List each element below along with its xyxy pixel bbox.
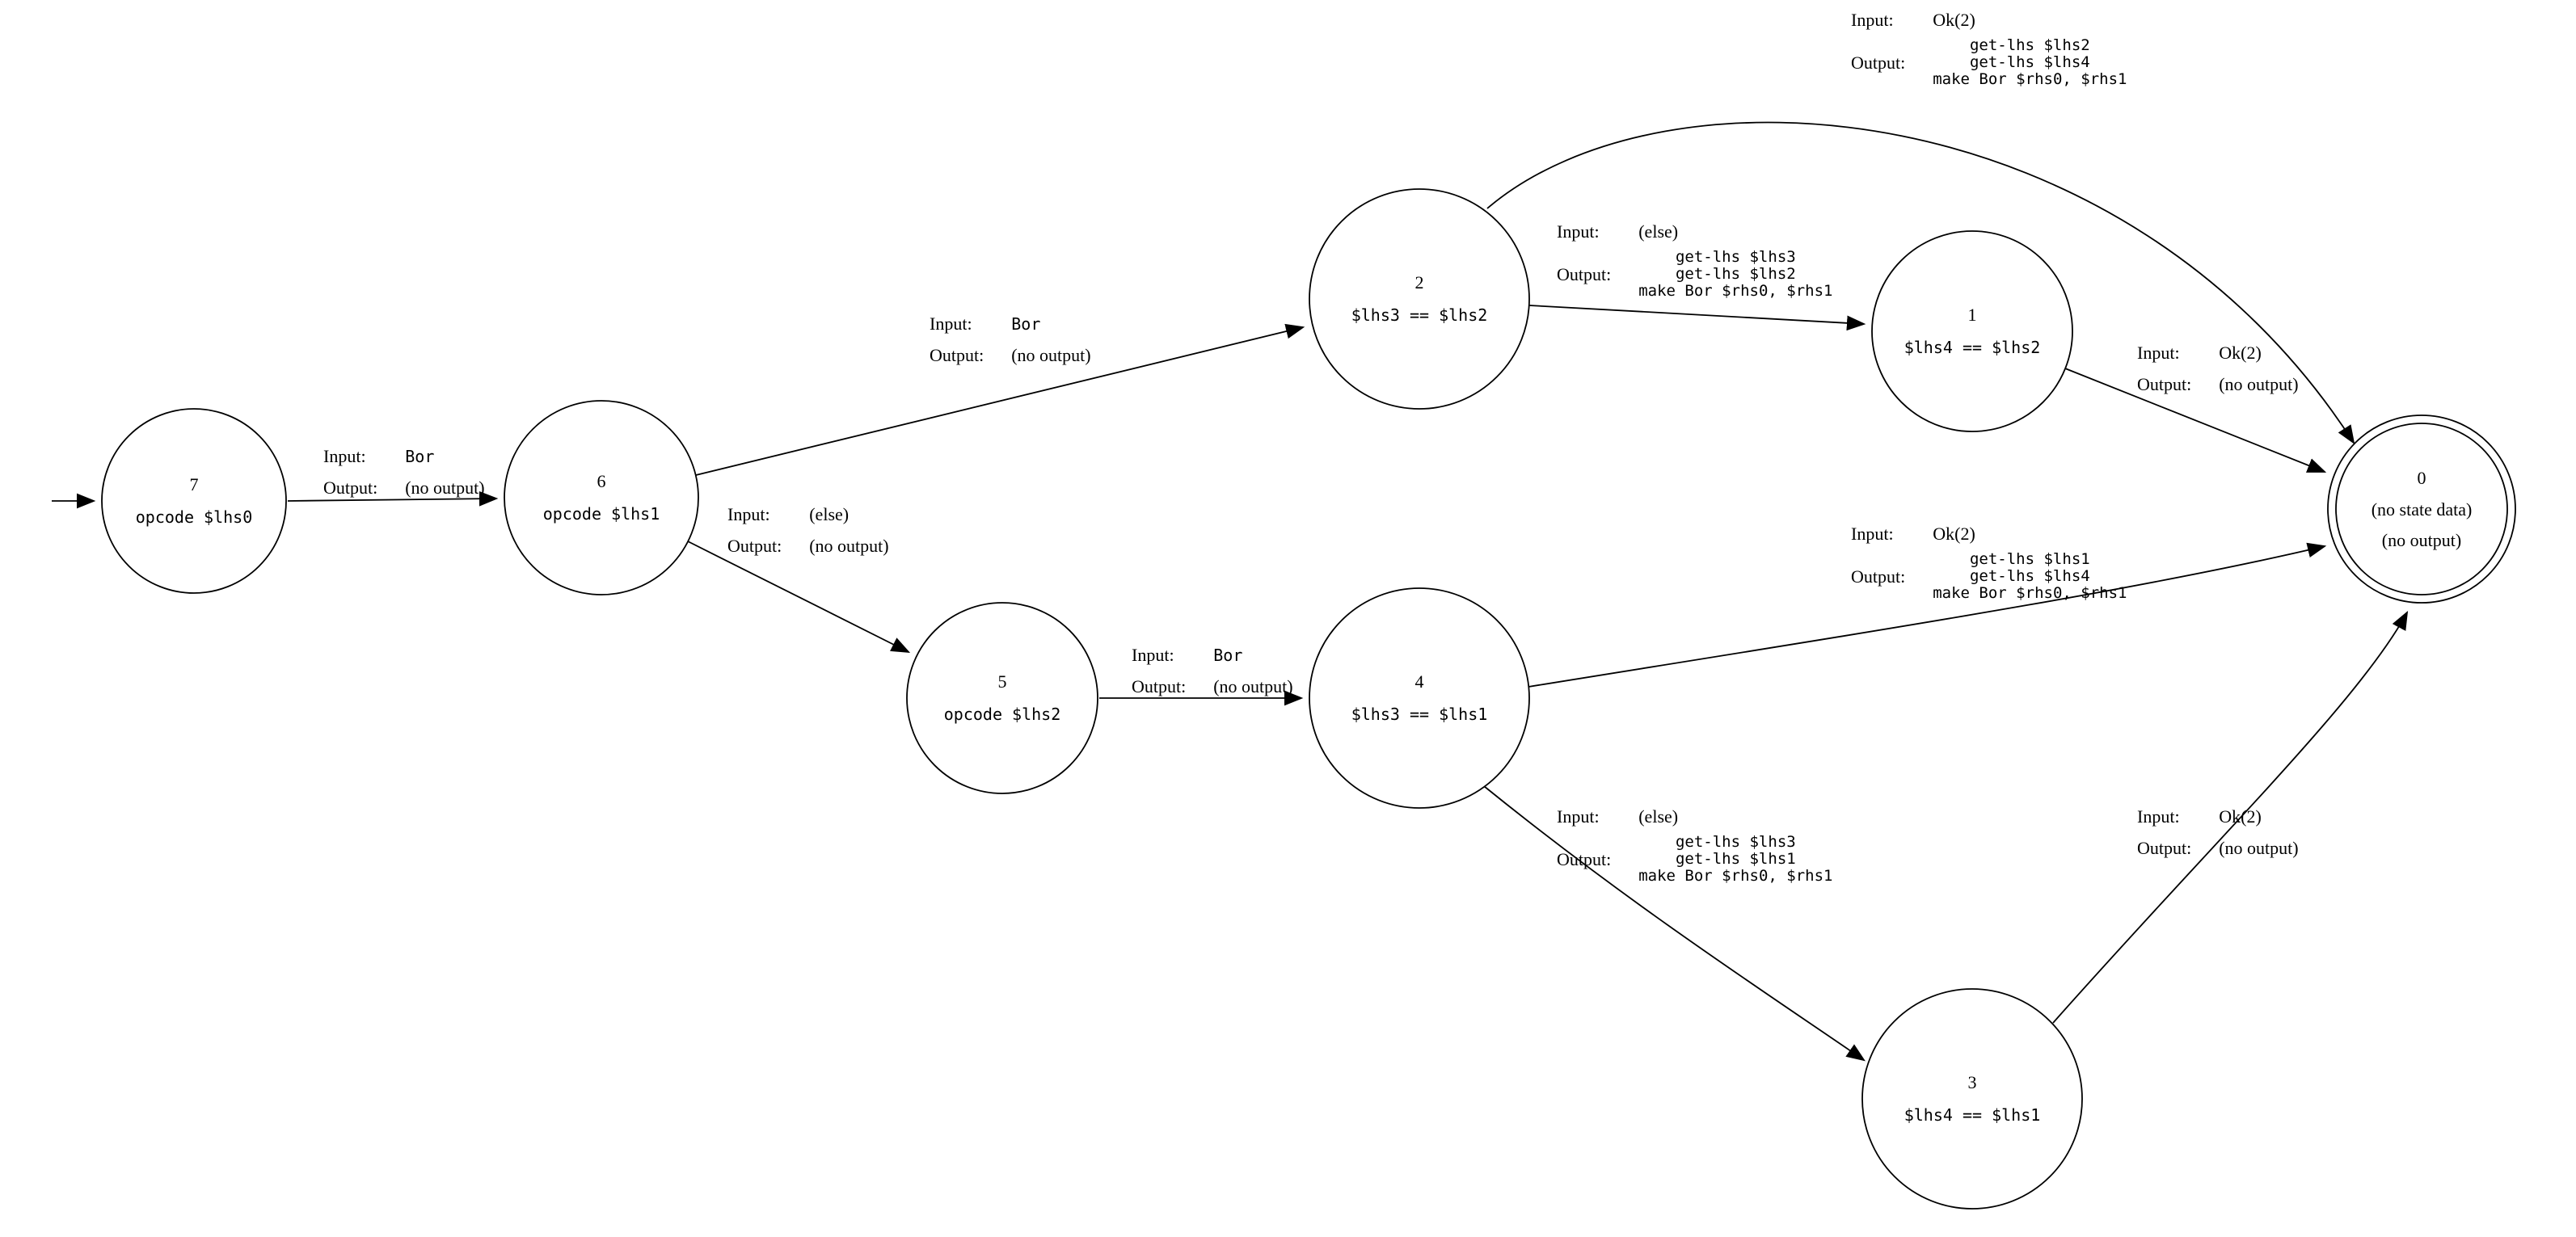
- state-node-2: 2 $lhs3 == $lhs2: [1351, 267, 1488, 331]
- state-circle-5: [906, 602, 1098, 794]
- output-label: Output:: [1132, 676, 1187, 696]
- state-node-1: 1 $lhs4 == $lhs2: [1904, 299, 2041, 364]
- output-label: Output:: [323, 478, 378, 498]
- output-value: (no output): [1213, 676, 1293, 696]
- output-value: (no output): [405, 478, 485, 498]
- output-label: Output:: [1851, 52, 1906, 73]
- output-label: Output:: [930, 345, 984, 365]
- edge-label-3-0: Input: Ok(2) Output: (no output): [2137, 806, 2299, 859]
- input-label: Input:: [930, 313, 972, 334]
- edge-label-4-3: Input: (else) Output: get-lhs $lhs3 get-…: [1557, 806, 1832, 885]
- edge-label-1-0: Input: Ok(2) Output: (no output): [2137, 343, 2299, 395]
- input-value: Bor: [405, 447, 435, 466]
- state-node-6: 6 opcode $lhs1: [543, 465, 660, 530]
- output-label: Output:: [1557, 263, 1612, 284]
- input-label: Input:: [2137, 806, 2180, 827]
- state-id: 1: [1967, 305, 1977, 325]
- state-circle-1: [1871, 230, 2073, 432]
- state-id: 6: [597, 471, 606, 491]
- state-circle-7: [101, 408, 287, 594]
- edge-2-0: [1486, 121, 2355, 444]
- input-label: Input:: [727, 504, 770, 524]
- edge-label-7-6: Input: Bor Output: (no output): [323, 446, 485, 499]
- edge-3-0: [2052, 610, 2409, 1024]
- edge-label-6-5: Input: (else) Output: (no output): [727, 504, 889, 557]
- output-value: (no output): [2219, 374, 2299, 394]
- edge-6-2: [695, 323, 1305, 476]
- state-id: 4: [1414, 671, 1424, 692]
- output-label: Output:: [1851, 566, 1906, 587]
- state-label: $lhs4 == $lhs1: [1904, 1105, 2041, 1125]
- state-sublabel: (no output): [2381, 530, 2462, 550]
- output-value: get-lhs $lhs3 get-lhs $lhs1 make Bor $rh…: [1638, 833, 1833, 885]
- output-label: Output:: [2137, 838, 2192, 858]
- input-value: (else): [809, 504, 850, 524]
- edge-1-0: [2064, 368, 2327, 473]
- output-label: Output:: [2137, 374, 2192, 394]
- input-value: Bor: [1011, 314, 1041, 334]
- edge-label-4-0: Input: Ok(2) Output: get-lhs $lhs1 get-l…: [1851, 524, 2127, 602]
- input-label: Input:: [2137, 343, 2180, 363]
- output-value: (no output): [1011, 345, 1091, 365]
- input-value: Bor: [1213, 646, 1243, 665]
- state-label: (no state data): [2371, 499, 2473, 520]
- state-label: opcode $lhs2: [943, 705, 1061, 724]
- edge-7-6: [287, 490, 499, 507]
- state-id: 3: [1967, 1072, 1977, 1092]
- state-circle-0-outer: [2327, 414, 2516, 604]
- state-node-3: 3 $lhs4 == $lhs1: [1904, 1067, 2041, 1131]
- input-label: Input:: [323, 446, 366, 466]
- state-id: 0: [2417, 468, 2426, 488]
- edge-label-6-2: Input: Bor Output: (no output): [930, 313, 1091, 366]
- input-label: Input:: [1851, 10, 1894, 30]
- state-id: 5: [997, 671, 1007, 692]
- input-label: Input:: [1557, 806, 1600, 827]
- state-label: $lhs3 == $lhs2: [1351, 305, 1488, 325]
- edge-label-5-4: Input: Bor Output: (no output): [1132, 645, 1293, 697]
- state-label: $lhs3 == $lhs1: [1351, 705, 1488, 724]
- state-circle-2: [1309, 188, 1530, 410]
- state-circle-0-inner: [2335, 423, 2508, 595]
- state-label: opcode $lhs0: [135, 507, 253, 527]
- edge-6-5: [687, 541, 911, 654]
- state-label: $lhs4 == $lhs2: [1904, 338, 2041, 357]
- input-value: Ok(2): [2219, 806, 2262, 827]
- output-value: get-lhs $lhs1 get-lhs $lhs4 make Bor $rh…: [1933, 550, 2127, 602]
- state-circle-6: [504, 400, 699, 595]
- output-value: (no output): [2219, 838, 2299, 858]
- output-value: get-lhs $lhs3 get-lhs $lhs2 make Bor $rh…: [1638, 248, 1833, 300]
- edge-label-2-0: Input: Ok(2) Output: get-lhs $lhs2 get-l…: [1851, 10, 2127, 88]
- input-value: Ok(2): [1933, 524, 1975, 544]
- output-value: get-lhs $lhs2 get-lhs $lhs4 make Bor $rh…: [1933, 36, 2127, 88]
- state-id: 2: [1414, 272, 1424, 292]
- state-node-5: 5 opcode $lhs2: [944, 666, 1061, 730]
- edge-4-0: [1528, 542, 2327, 688]
- input-label: Input:: [1557, 221, 1600, 242]
- input-value: Ok(2): [1933, 10, 1975, 30]
- output-label: Output:: [1557, 848, 1612, 869]
- output-value: (no output): [809, 536, 889, 556]
- edge-2-1: [1528, 305, 1866, 331]
- output-label: Output:: [727, 536, 782, 556]
- input-value: (else): [1638, 806, 1679, 827]
- state-node-0: 0 (no state data) (no output): [2372, 462, 2473, 556]
- state-label: opcode $lhs1: [542, 504, 660, 524]
- state-id: 7: [189, 474, 199, 494]
- input-value: Ok(2): [2219, 343, 2262, 363]
- edge-4-3: [1483, 785, 1866, 1062]
- input-label: Input:: [1851, 524, 1894, 544]
- state-node-7: 7 opcode $lhs0: [136, 469, 253, 533]
- edge-label-2-1: Input: (else) Output: get-lhs $lhs3 get-…: [1557, 221, 1832, 300]
- state-node-4: 4 $lhs3 == $lhs1: [1351, 666, 1488, 730]
- state-circle-3: [1861, 988, 2083, 1210]
- state-circle-4: [1309, 587, 1530, 809]
- input-label: Input:: [1132, 645, 1174, 665]
- input-value: (else): [1638, 221, 1679, 242]
